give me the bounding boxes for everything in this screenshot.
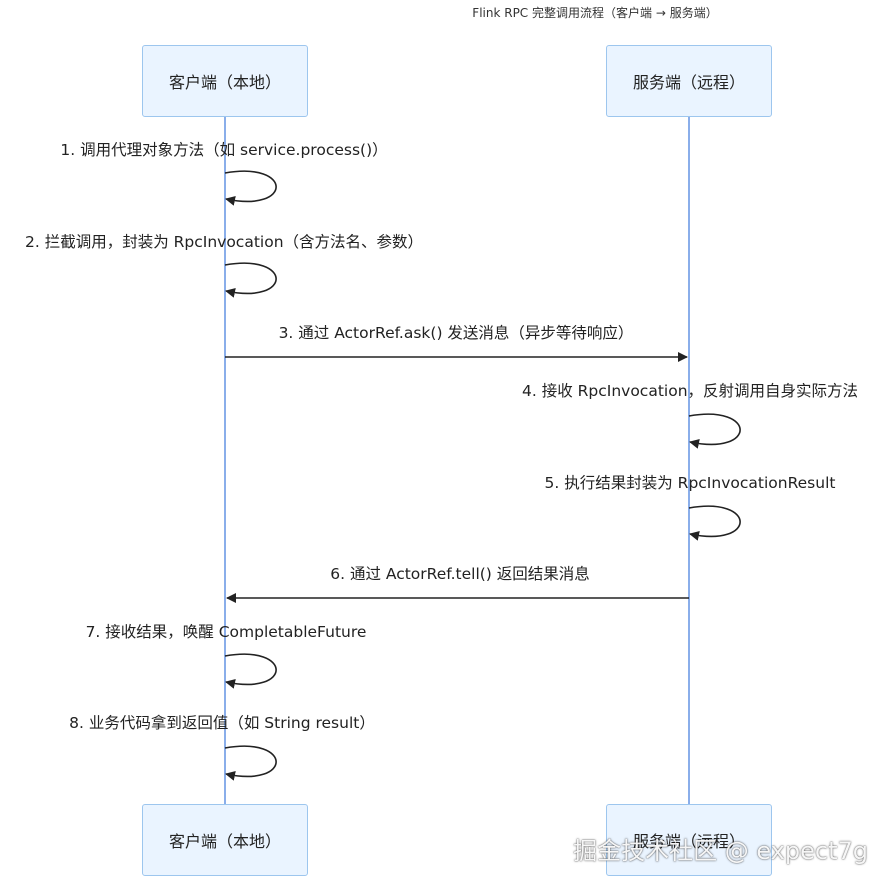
actor-client-bottom: 客户端（本地） <box>142 804 308 876</box>
message-arrow-7 <box>224 653 277 689</box>
message-arrow-1 <box>224 170 277 206</box>
actor-server-bottom: 服务端（远程） <box>606 804 772 876</box>
message-label-3: 3. 通过 ActorRef.ask() 发送消息（异步等待响应） <box>278 324 634 342</box>
message-label-6: 6. 通过 ActorRef.tell() 返回结果消息 <box>330 565 590 583</box>
watermark: 掘金技术社区 @ expect7g <box>573 837 868 865</box>
message-label-4: 4. 接收 RpcInvocation，反射调用自身实际方法 <box>521 382 859 400</box>
lifeline-client <box>224 117 226 804</box>
message-label-2: 2. 拦截调用，封装为 RpcInvocation（含方法名、参数） <box>24 233 424 251</box>
diagram-title: Flink RPC 完整调用流程（客户端 → 服务端） <box>472 6 718 20</box>
message-arrow-4 <box>688 413 741 449</box>
lifeline-server <box>688 117 690 804</box>
actor-server-top: 服务端（远程） <box>606 45 772 117</box>
message-label-5: 5. 执行结果封装为 RpcInvocationResult <box>544 474 836 492</box>
message-label-1: 1. 调用代理对象方法（如 service.process()） <box>60 141 388 159</box>
actor-client-top: 客户端（本地） <box>142 45 308 117</box>
message-arrow-5 <box>688 505 741 541</box>
message-arrow-2 <box>224 262 277 298</box>
message-label-7: 7. 接收结果，唤醒 CompletableFuture <box>85 623 367 641</box>
message-arrow-8 <box>224 745 277 781</box>
message-label-8: 8. 业务代码拿到返回值（如 String result） <box>69 714 375 732</box>
